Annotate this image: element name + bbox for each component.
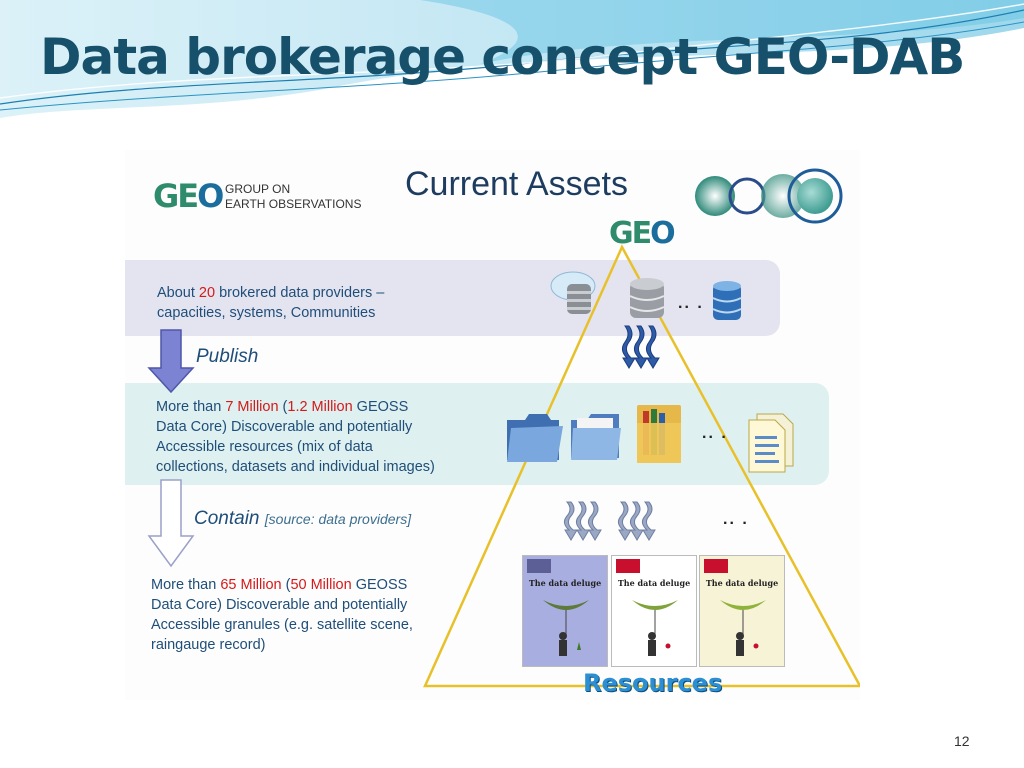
pyramid-overlay xyxy=(147,244,860,688)
economist-cover-1: The data deluge xyxy=(522,555,608,667)
contain-label: Contain [source: data providers] xyxy=(194,508,412,529)
folder-icon xyxy=(507,414,563,462)
down-arrows-icon xyxy=(617,501,656,541)
database-icon xyxy=(712,281,742,320)
cover-masthead xyxy=(704,559,728,573)
resources-label: Resources xyxy=(583,669,723,697)
tier-2-description: More than 7 Million (1.2 Million GEOSS D… xyxy=(156,399,435,475)
cover-illustration xyxy=(632,600,678,656)
tier-3-description: More than 65 Million (50 Million GEOSS D… xyxy=(151,577,413,653)
cover-title: The data deluge xyxy=(705,578,779,588)
globe-circles-decoration xyxy=(695,168,843,224)
tier-providers-band xyxy=(125,260,780,336)
cloud-database-icon xyxy=(550,271,596,314)
contain-arrow xyxy=(147,479,195,568)
cover-illustration xyxy=(543,600,589,656)
tier-resources-band xyxy=(125,383,829,485)
slide-title: Data brokerage concept GEO-DAB xyxy=(40,28,965,86)
folder-icon xyxy=(571,414,621,460)
current-assets-heading: Current Assets xyxy=(405,165,628,203)
down-arrows-icon xyxy=(563,501,602,541)
header-swoosh-decoration xyxy=(0,0,1024,118)
cover-title: The data deluge xyxy=(528,578,602,588)
publish-arrow xyxy=(147,329,195,394)
geo-logo: GEO GROUP ON EARTH OBSERVATIONS xyxy=(153,178,373,218)
cover-masthead xyxy=(616,559,640,573)
geo-org-name: GROUP ON EARTH OBSERVATIONS xyxy=(225,182,362,211)
cover-title: The data deluge xyxy=(617,578,691,588)
pyramid-triangle xyxy=(423,244,860,688)
economist-cover-2: The data deluge xyxy=(611,555,697,667)
document-icon xyxy=(748,413,794,473)
geo-wordmark: GEO xyxy=(153,177,224,215)
economist-cover-3: The data deluge xyxy=(699,555,785,667)
geo-dab-diagram: GEO GROUP ON EARTH OBSERVATIONS Current … xyxy=(125,150,860,700)
apex-geo-logo: GEO xyxy=(609,216,676,251)
ellipsis-resources: .. . xyxy=(702,425,728,442)
folder-icon xyxy=(637,405,681,463)
publish-label: Publish xyxy=(196,346,259,367)
cover-masthead xyxy=(527,559,551,573)
down-arrows-icon xyxy=(621,325,660,369)
page-number: 12 xyxy=(954,733,970,749)
ellipsis-providers: .. . xyxy=(678,295,704,312)
tier-1-description: About 20 brokered data providers – capac… xyxy=(157,285,385,321)
cover-illustration xyxy=(720,600,766,656)
ellipsis-granules: .. . xyxy=(723,511,749,528)
database-icon xyxy=(629,278,665,318)
